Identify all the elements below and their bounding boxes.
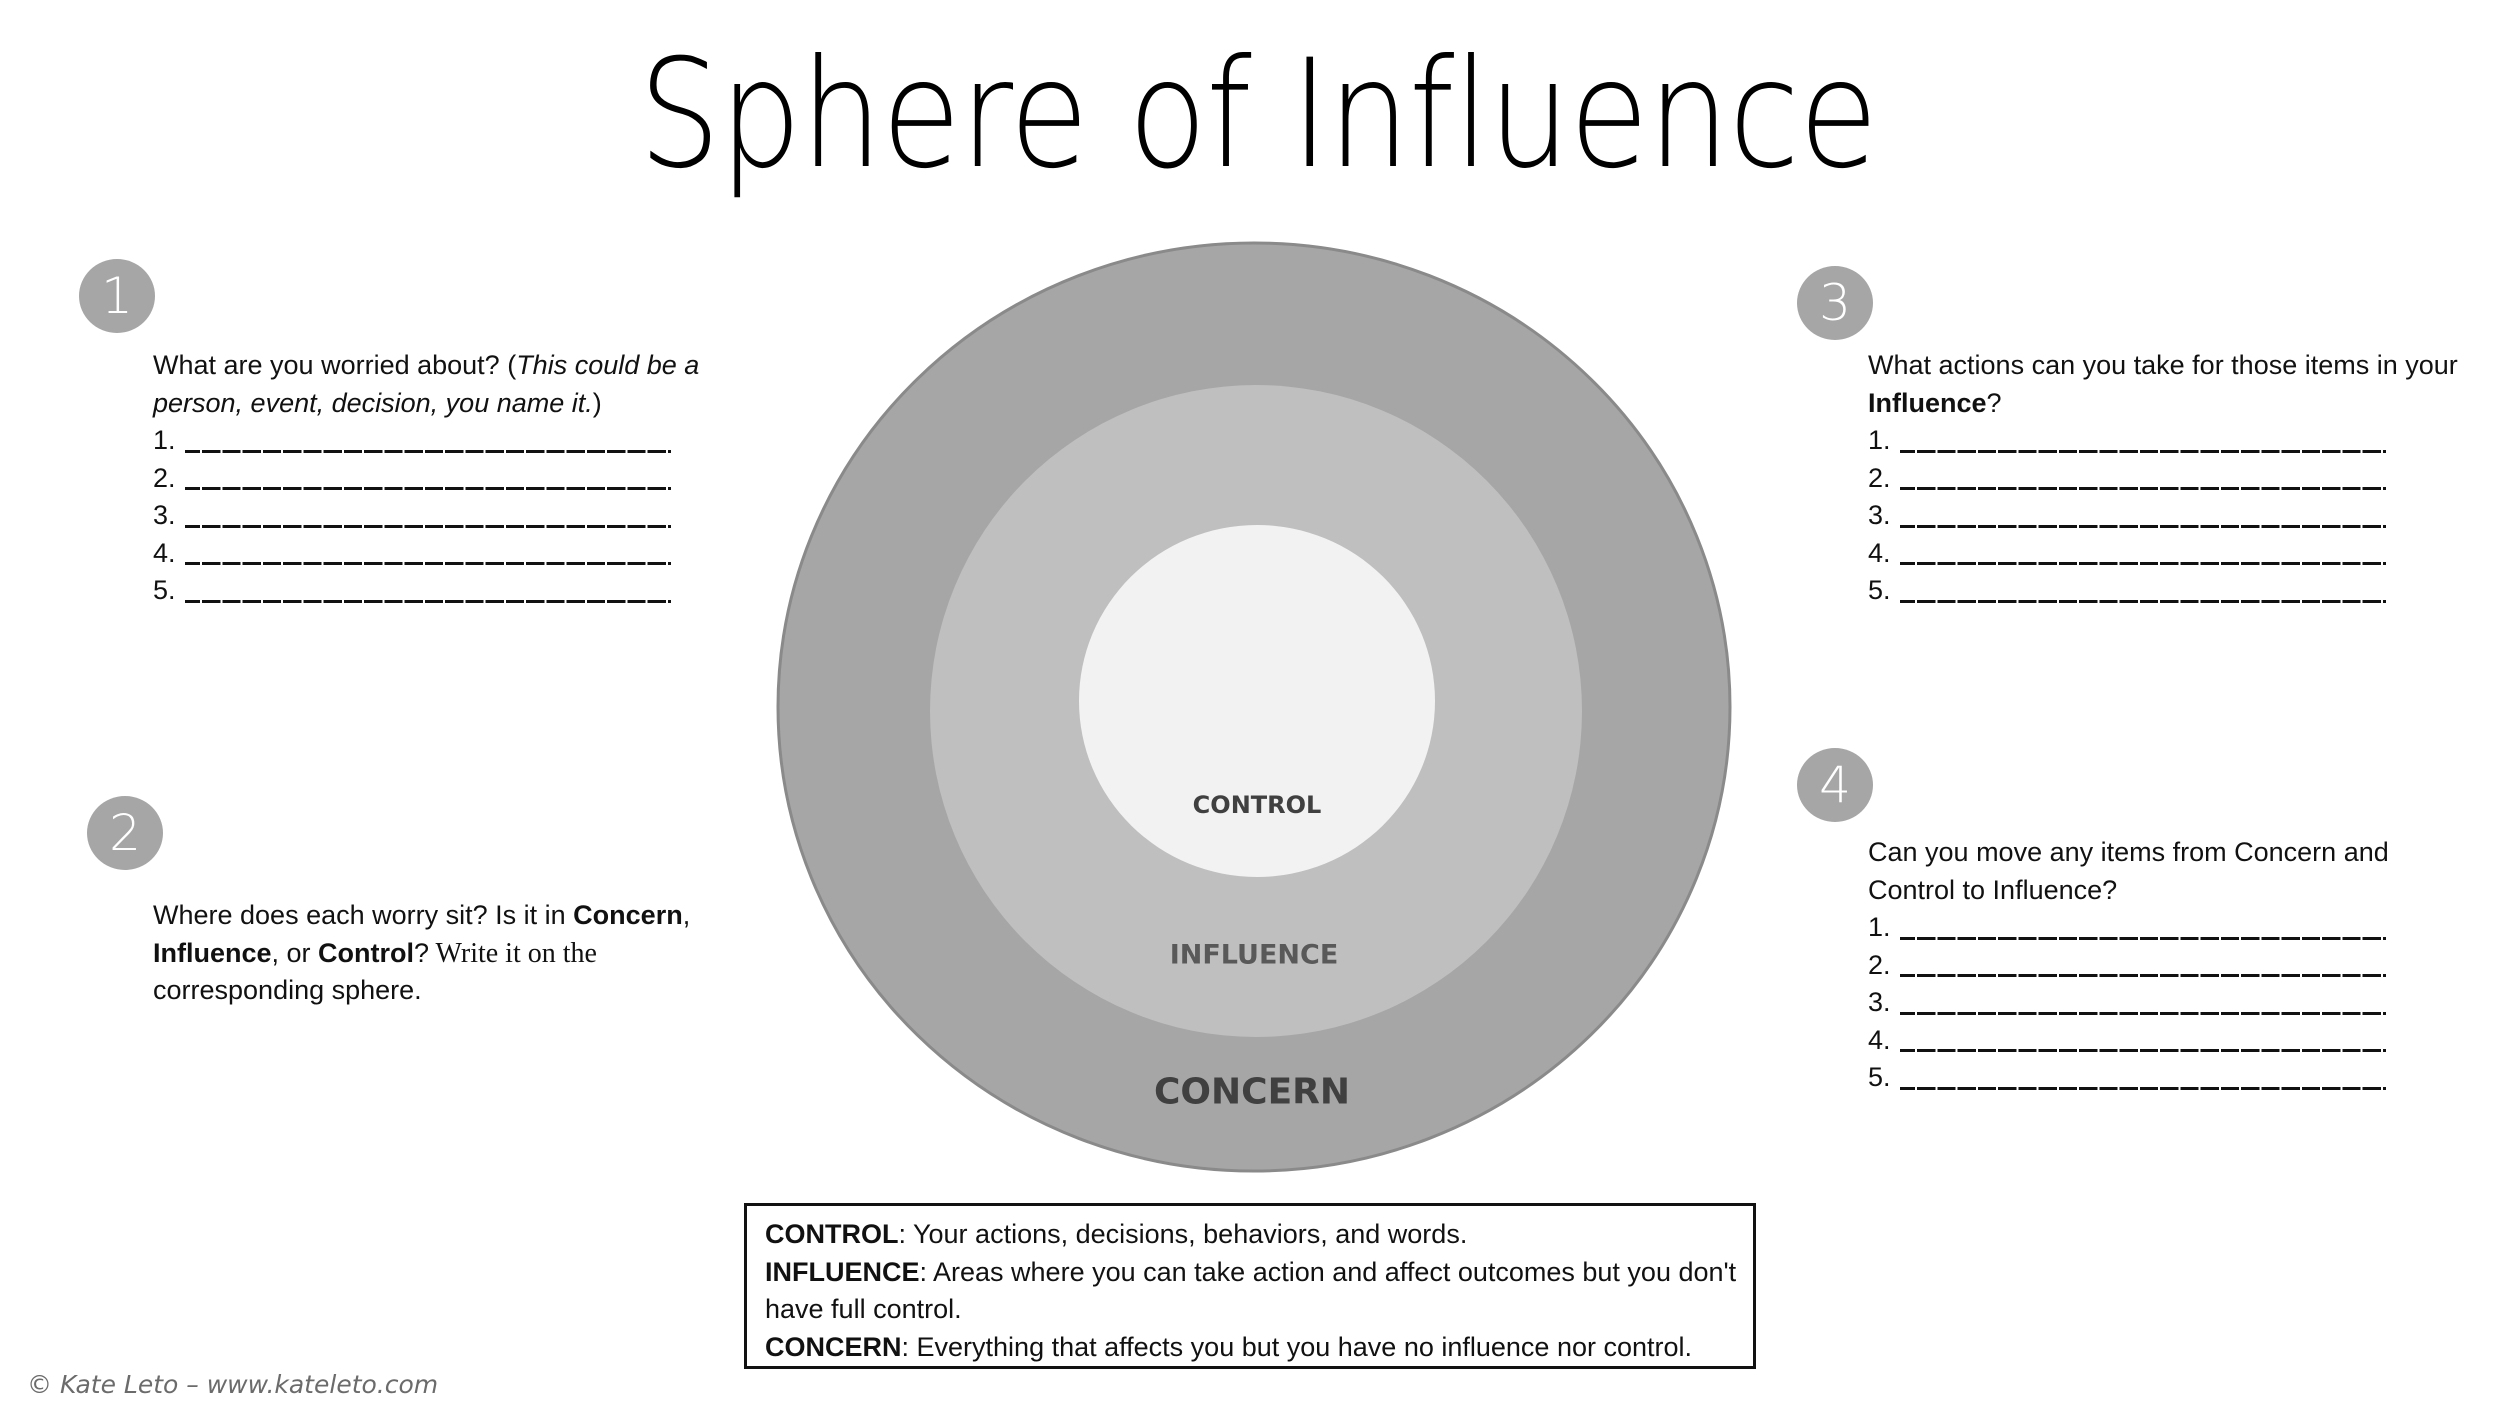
step-1-question: What are you worried about? (This could … xyxy=(153,350,700,418)
answer-line[interactable] xyxy=(1900,524,2386,528)
step-4-badge: 4 xyxy=(1797,748,1873,822)
answer-line[interactable] xyxy=(1900,562,2386,565)
step-3-question: What actions can you take for those item… xyxy=(1868,350,2458,418)
step-4-blank-4[interactable]: 4. xyxy=(1868,1022,2428,1060)
answer-line[interactable] xyxy=(185,562,671,565)
answer-line[interactable] xyxy=(1900,1049,2386,1052)
step-4-question: Can you move any items from Concern and … xyxy=(1868,837,2389,905)
control-label: CONTROL xyxy=(1192,791,1322,819)
definitions-box: CONTROL: Your actions, decisions, behavi… xyxy=(744,1203,1756,1369)
step-3-badge: 3 xyxy=(1797,266,1873,340)
influence-label: INFLUENCE xyxy=(1169,939,1339,971)
influence-definition: INFLUENCE: Areas where you can take acti… xyxy=(765,1256,1737,1325)
answer-line[interactable] xyxy=(1900,1086,2386,1090)
step-1-blank-2[interactable]: 2. xyxy=(153,460,733,498)
step-2-section: Where does each worry sit? Is it in Conc… xyxy=(153,900,691,1005)
step-1-blank-1[interactable]: 1. xyxy=(153,422,733,460)
step-4-blank-1[interactable]: 1. xyxy=(1868,909,2428,947)
answer-line[interactable] xyxy=(185,524,671,528)
step-3-section: What actions can you take for those item… xyxy=(1868,347,2468,610)
step-4-blank-2[interactable]: 2. xyxy=(1868,947,2428,985)
step-1-badge: 1 xyxy=(79,259,155,333)
control-definition: CONTROL: Your actions, decisions, behavi… xyxy=(765,1219,1468,1249)
step-3-blank-2[interactable]: 2. xyxy=(1868,460,2468,498)
step-1-blank-4[interactable]: 4. xyxy=(153,535,733,573)
concern-definition: CONCERN: Everything that affects you but… xyxy=(765,1331,1693,1362)
concern-label: CONCERN xyxy=(1153,1071,1351,1113)
step-3-blank-3[interactable]: 3. xyxy=(1868,497,2468,535)
answer-line[interactable] xyxy=(1900,599,2386,603)
answer-line[interactable] xyxy=(185,487,671,490)
page-title: Sphere of Influence xyxy=(638,28,1879,202)
step-1-blank-3[interactable]: 3. xyxy=(153,497,733,535)
step-4-blank-3[interactable]: 3. xyxy=(1868,984,2428,1022)
step-4-section: Can you move any items from Concern and … xyxy=(1868,834,2428,1097)
answer-line[interactable] xyxy=(1900,974,2386,977)
step-4-blank-5[interactable]: 5. xyxy=(1868,1059,2428,1097)
step-1-section: What are you worried about? (This could … xyxy=(153,347,733,610)
answer-line[interactable] xyxy=(1900,487,2386,490)
copyright-footer: © Kate Leto – www.kateleto.com xyxy=(27,1370,439,1399)
answer-line[interactable] xyxy=(1900,449,2386,453)
answer-line[interactable] xyxy=(185,599,671,603)
step-3-blank-1[interactable]: 1. xyxy=(1868,422,2468,460)
step-1-blank-5[interactable]: 5. xyxy=(153,572,733,610)
answer-line[interactable] xyxy=(1900,1011,2386,1015)
answer-line[interactable] xyxy=(185,449,671,453)
step-2-badge: 2 xyxy=(87,796,163,870)
control-sphere xyxy=(1079,525,1435,877)
step-3-blank-4[interactable]: 4. xyxy=(1868,535,2468,573)
answer-line[interactable] xyxy=(1900,936,2386,940)
step-3-blank-5[interactable]: 5. xyxy=(1868,572,2468,610)
concern-sphere xyxy=(776,241,1732,1173)
